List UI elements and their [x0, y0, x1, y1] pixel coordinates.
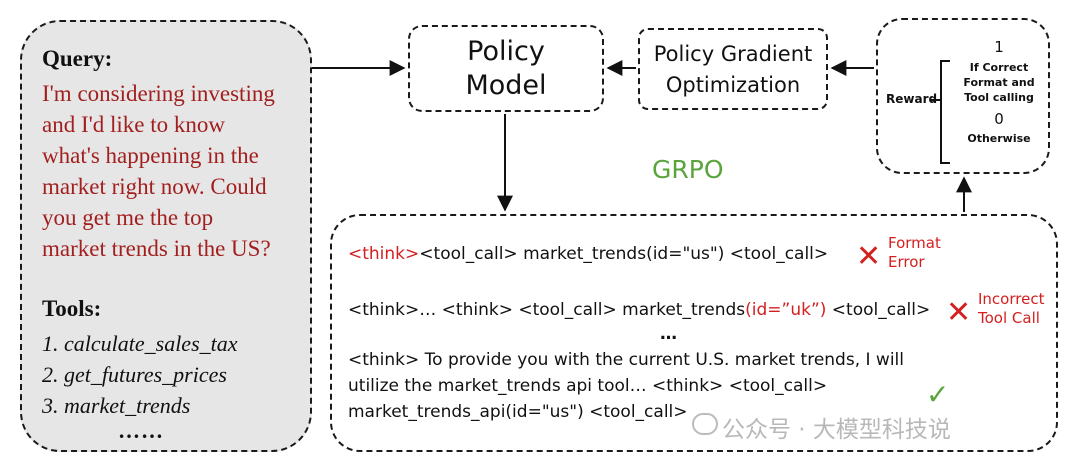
grpo-label: GRPO: [652, 155, 724, 184]
reward-zero: 0: [994, 110, 1004, 128]
error-line: Error: [888, 253, 925, 271]
policy-model-line: Policy: [467, 36, 545, 67]
wrong-arg: (id=”uk”): [745, 300, 827, 320]
red-x-icon: ✕: [946, 295, 972, 330]
tools-ellipsis: ……: [118, 418, 164, 443]
mid-ellipsis: …: [660, 324, 677, 344]
pgo-line: Policy Gradient: [653, 42, 813, 66]
query-line: market right now. Could: [42, 174, 267, 199]
tool-item: 2. get_futures_prices: [42, 362, 227, 387]
green-check-icon: ✓: [926, 378, 950, 411]
tools-title: Tools:: [42, 296, 102, 321]
rollouts-box: <think><tool_call> market_trends(id="us"…: [330, 214, 1058, 452]
policy-model-label: Policy Model: [410, 35, 602, 103]
policy-gradient-optimization-box: Policy Gradient Optimization: [638, 28, 828, 110]
reward-box: Reward 1 If Correct Format and Tool call…: [876, 18, 1050, 174]
error-line: Format: [888, 234, 941, 252]
pgo-line: Optimization: [665, 73, 801, 97]
query-line: you get me the top: [42, 205, 214, 230]
query-line: and I'd like to know: [42, 112, 226, 137]
incorrect-tool-call-label: Incorrect Tool Call: [978, 290, 1044, 328]
error-line: Incorrect: [978, 290, 1045, 308]
rollout-correct-line: market_trends_api(id="us") <tool_call>: [348, 402, 688, 422]
reward-brace: [940, 60, 950, 164]
rollout-incorrect-call: <think>… <think> <tool_call> market_tren…: [348, 300, 930, 320]
tool-item: 1. calculate_sales_tax: [42, 331, 238, 356]
query-tools-box: Query: I'm considering investing and I'd…: [20, 20, 312, 452]
reward-dash: [930, 99, 940, 101]
policy-model-box: Policy Model: [408, 25, 604, 112]
red-x-icon: ✕: [856, 239, 882, 274]
pgo-label: Policy Gradient Optimization: [640, 39, 826, 101]
error-line: Tool Call: [978, 309, 1040, 327]
rollout-text: <tool_call> market_trends(id="us") <tool…: [419, 244, 829, 264]
reward-condition-line: If Correct: [969, 61, 1029, 74]
reward-condition-line: Tool calling: [964, 91, 1034, 104]
policy-model-line: Model: [465, 70, 547, 101]
rollout-text: <think>… <think> <tool_call> market_tren…: [348, 300, 746, 320]
wechat-icon: [692, 413, 718, 435]
reward-one: 1: [994, 38, 1004, 56]
query-line: market trends in the US?: [42, 236, 271, 261]
query-title: Query:: [42, 46, 113, 71]
reward-condition: If Correct Format and Tool calling: [954, 60, 1044, 105]
reward-label: Reward: [886, 92, 938, 106]
think-tag-red: <think>: [348, 244, 420, 264]
rollout-correct-line: <think> To provide you with the current …: [348, 350, 905, 370]
tools-list: 1. calculate_sales_tax 2. get_futures_pr…: [42, 328, 238, 421]
query-line: I'm considering investing: [42, 81, 275, 106]
rollout-text: <tool_call>: [826, 300, 931, 320]
rollout-format-error: <think><tool_call> market_trends(id="us"…: [348, 244, 828, 264]
watermark: 公众号 · 大模型科技说: [722, 417, 951, 443]
format-error-label: Format Error: [888, 234, 941, 272]
query-line: what's happening in the: [42, 143, 259, 168]
reward-otherwise: Otherwise: [967, 132, 1031, 145]
tool-item: 3. market_trends: [42, 393, 191, 418]
query-text: I'm considering investing and I'd like t…: [42, 78, 310, 264]
reward-condition-line: Format and: [963, 76, 1035, 89]
rollout-correct-line: utilize the market_trends api tool… <thi…: [348, 376, 828, 396]
